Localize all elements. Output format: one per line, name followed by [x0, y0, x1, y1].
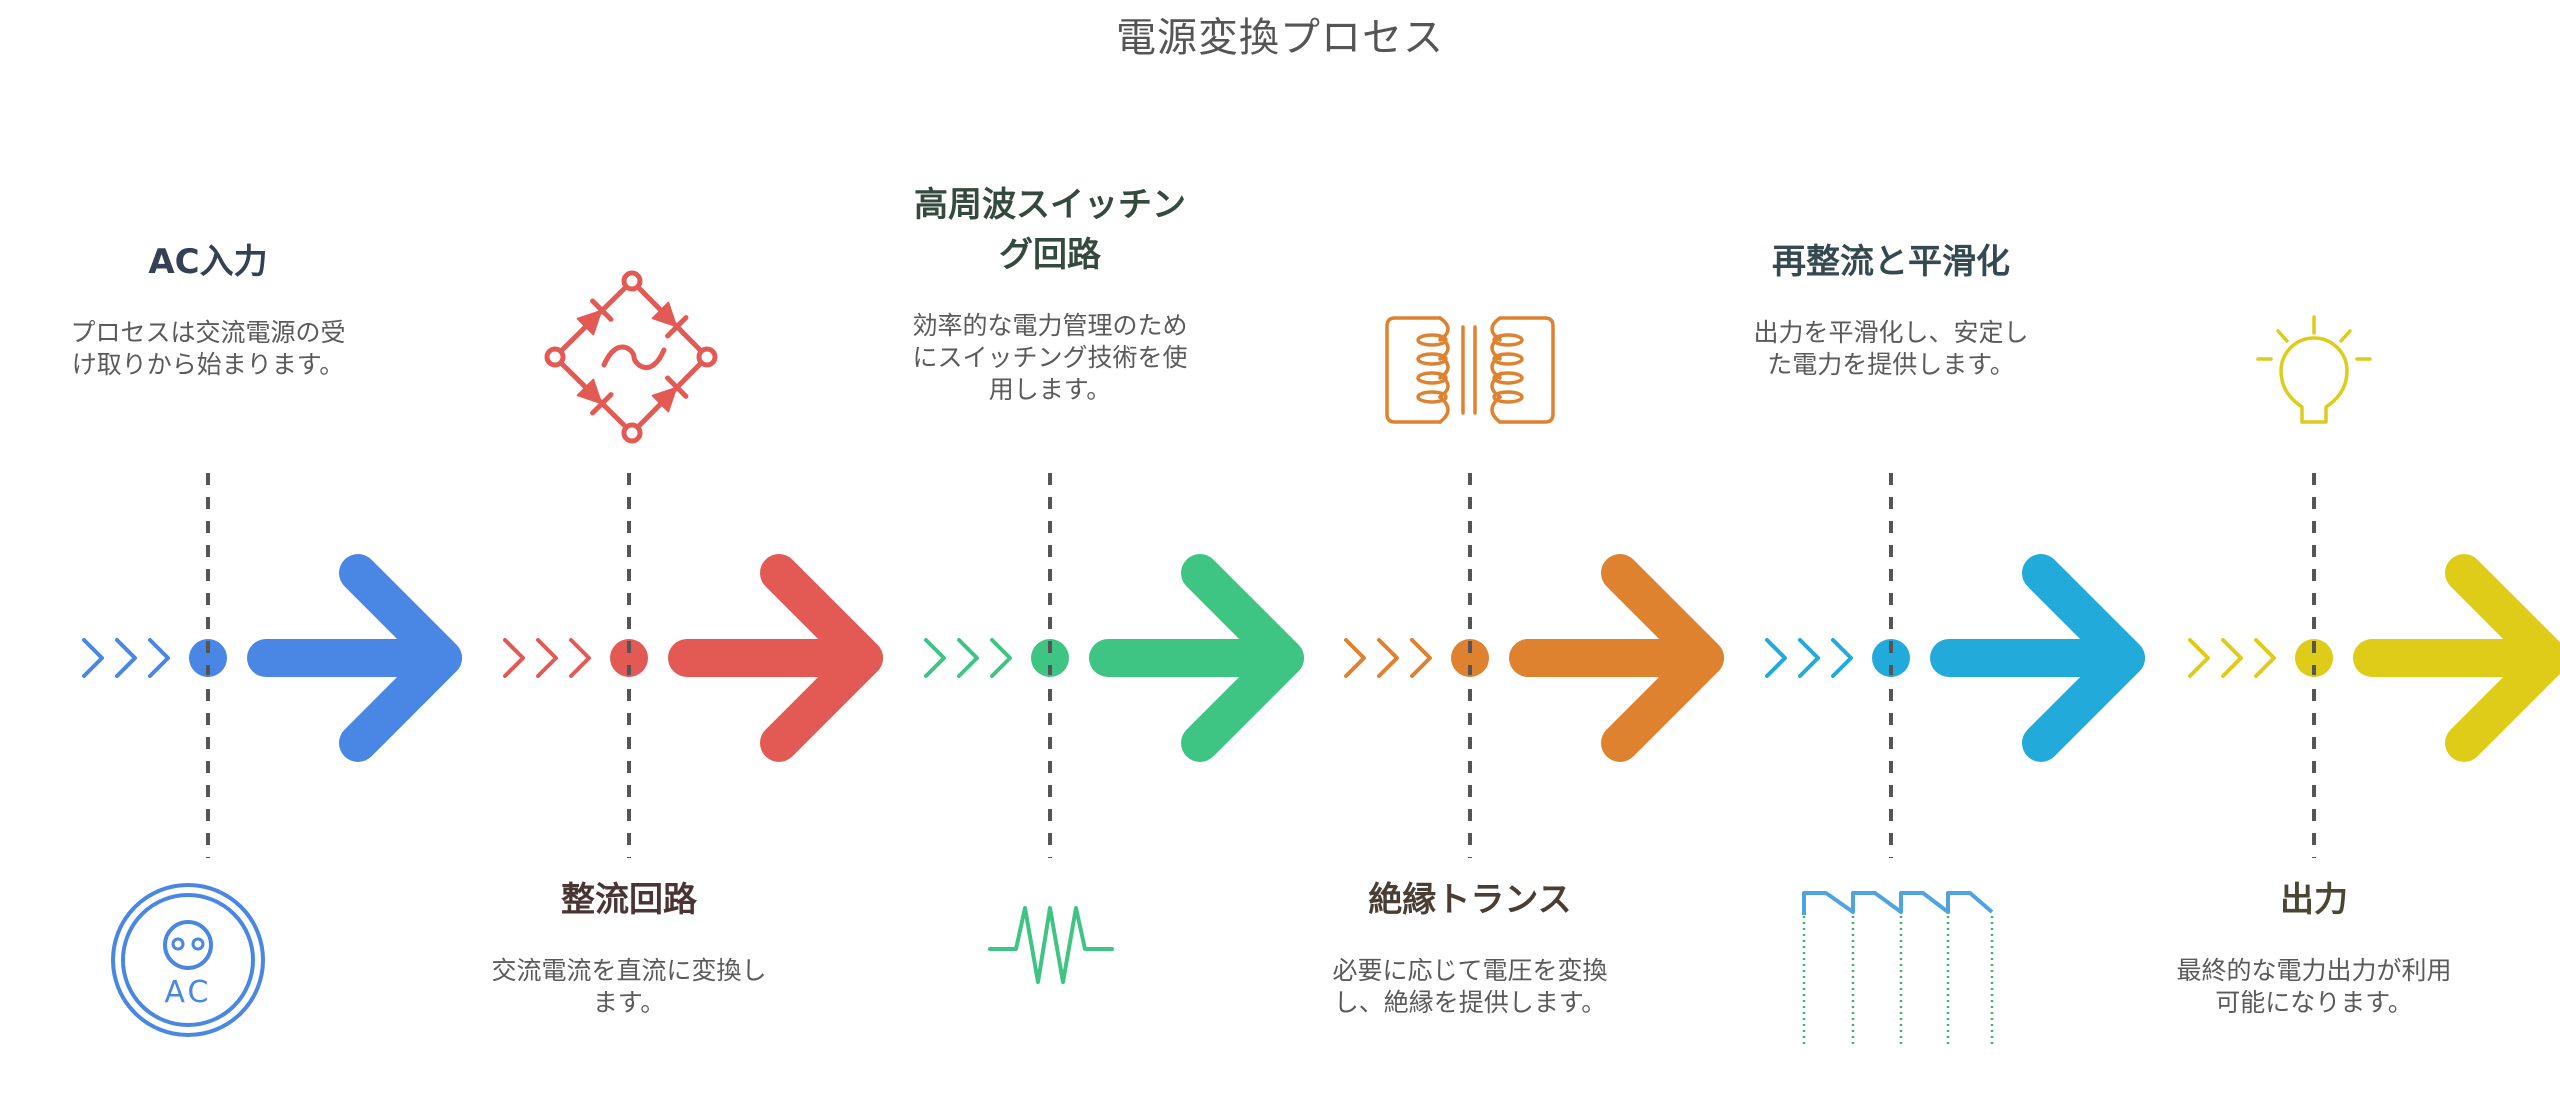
ac-outlet-icon: AC — [111, 883, 265, 1037]
chevron-icon — [1344, 638, 1366, 678]
arrow-right-icon — [668, 554, 883, 762]
step-2-description: 交流電流を直流に変換します。 — [491, 956, 767, 1017]
step-5-graphic — [1765, 473, 2145, 1046]
transformer-icon — [1385, 316, 1555, 424]
step-1-description: プロセスは交流電源の受け取りから始まります。 — [70, 318, 346, 379]
chevron-icon — [2221, 638, 2243, 678]
chevron-icon — [569, 638, 591, 678]
light-bulb-icon — [2256, 315, 2372, 424]
chevron-icon — [148, 638, 170, 678]
arrow-right-icon — [1930, 554, 2145, 762]
step-2-heading: 整流回路 — [561, 880, 697, 920]
step-4-graphic — [1344, 316, 1724, 858]
step-6-text: 出力 最終的な電力出力が利用可能になります。 — [2154, 875, 2474, 1019]
ac-label: AC — [165, 975, 212, 1010]
arrow-right-icon — [2353, 554, 2560, 762]
step-4-text: 絶縁トランス 必要に応じて電圧を変換し、絶縁を提供します。 — [1310, 875, 1630, 1019]
step-5-heading: 再整流と平滑化 — [1772, 242, 2010, 282]
step-6-graphic — [2188, 315, 2560, 858]
ripple-waveform-icon — [1802, 891, 1994, 1046]
step-3-graphic — [924, 473, 1304, 984]
diagram-title: 電源変換プロセス — [1116, 15, 1444, 61]
step-1-heading: AC入力 — [148, 242, 268, 282]
chevron-icon — [2188, 638, 2210, 678]
step-marker-dot — [1872, 639, 1910, 677]
step-2-text: 整流回路 交流電流を直流に変換します。 — [469, 875, 789, 1019]
step-6-description: 最終的な電力出力が利用可能になります。 — [2176, 956, 2452, 1017]
step-3-heading: 高周波スイッチング回路 — [914, 185, 1186, 275]
chevron-icon — [1765, 638, 1787, 678]
chevron-icon — [82, 638, 104, 678]
step-4-description: 必要に応じて電圧を変換し、絶縁を提供します。 — [1332, 956, 1608, 1017]
chevron-icon — [957, 638, 979, 678]
step-2-graphic — [503, 270, 883, 858]
bridge-rectifier-icon — [544, 270, 718, 444]
chevron-icon — [115, 638, 137, 678]
chevron-icon — [503, 638, 525, 678]
step-1-text: AC入力 プロセスは交流電源の受け取りから始まります。 — [48, 237, 368, 381]
arrow-right-icon — [1509, 554, 1724, 762]
chevron-icon — [1377, 638, 1399, 678]
chevron-icon — [1831, 638, 1853, 678]
step-marker-dot — [2295, 639, 2333, 677]
chevron-icon — [2254, 638, 2276, 678]
step-5-text: 再整流と平滑化 出力を平滑化し、安定した電力を提供します。 — [1731, 237, 2051, 381]
step-1-graphic: AC — [82, 473, 462, 1037]
arrow-right-icon — [1089, 554, 1304, 762]
step-5-description: 出力を平滑化し、安定した電力を提供します。 — [1753, 318, 2029, 379]
chevron-icon — [1410, 638, 1432, 678]
step-3-description: 効率的な電力管理のためにスイッチング技術を使用します。 — [912, 311, 1188, 404]
step-marker-dot — [610, 639, 648, 677]
step-4-heading: 絶縁トランス — [1368, 880, 1572, 920]
chevron-icon — [536, 638, 558, 678]
chevron-icon — [990, 638, 1012, 678]
step-marker-dot — [1451, 639, 1489, 677]
step-3-text: 高周波スイッチング回路 効率的な電力管理のためにスイッチング技術を使用します。 — [890, 180, 1210, 406]
resistor-zigzag-icon — [988, 906, 1114, 984]
chevron-icon — [1798, 638, 1820, 678]
step-6-heading: 出力 — [2280, 880, 2348, 920]
chevron-icon — [924, 638, 946, 678]
step-marker-dot — [1031, 639, 1069, 677]
step-marker-dot — [189, 639, 227, 677]
arrow-right-icon — [247, 554, 462, 762]
